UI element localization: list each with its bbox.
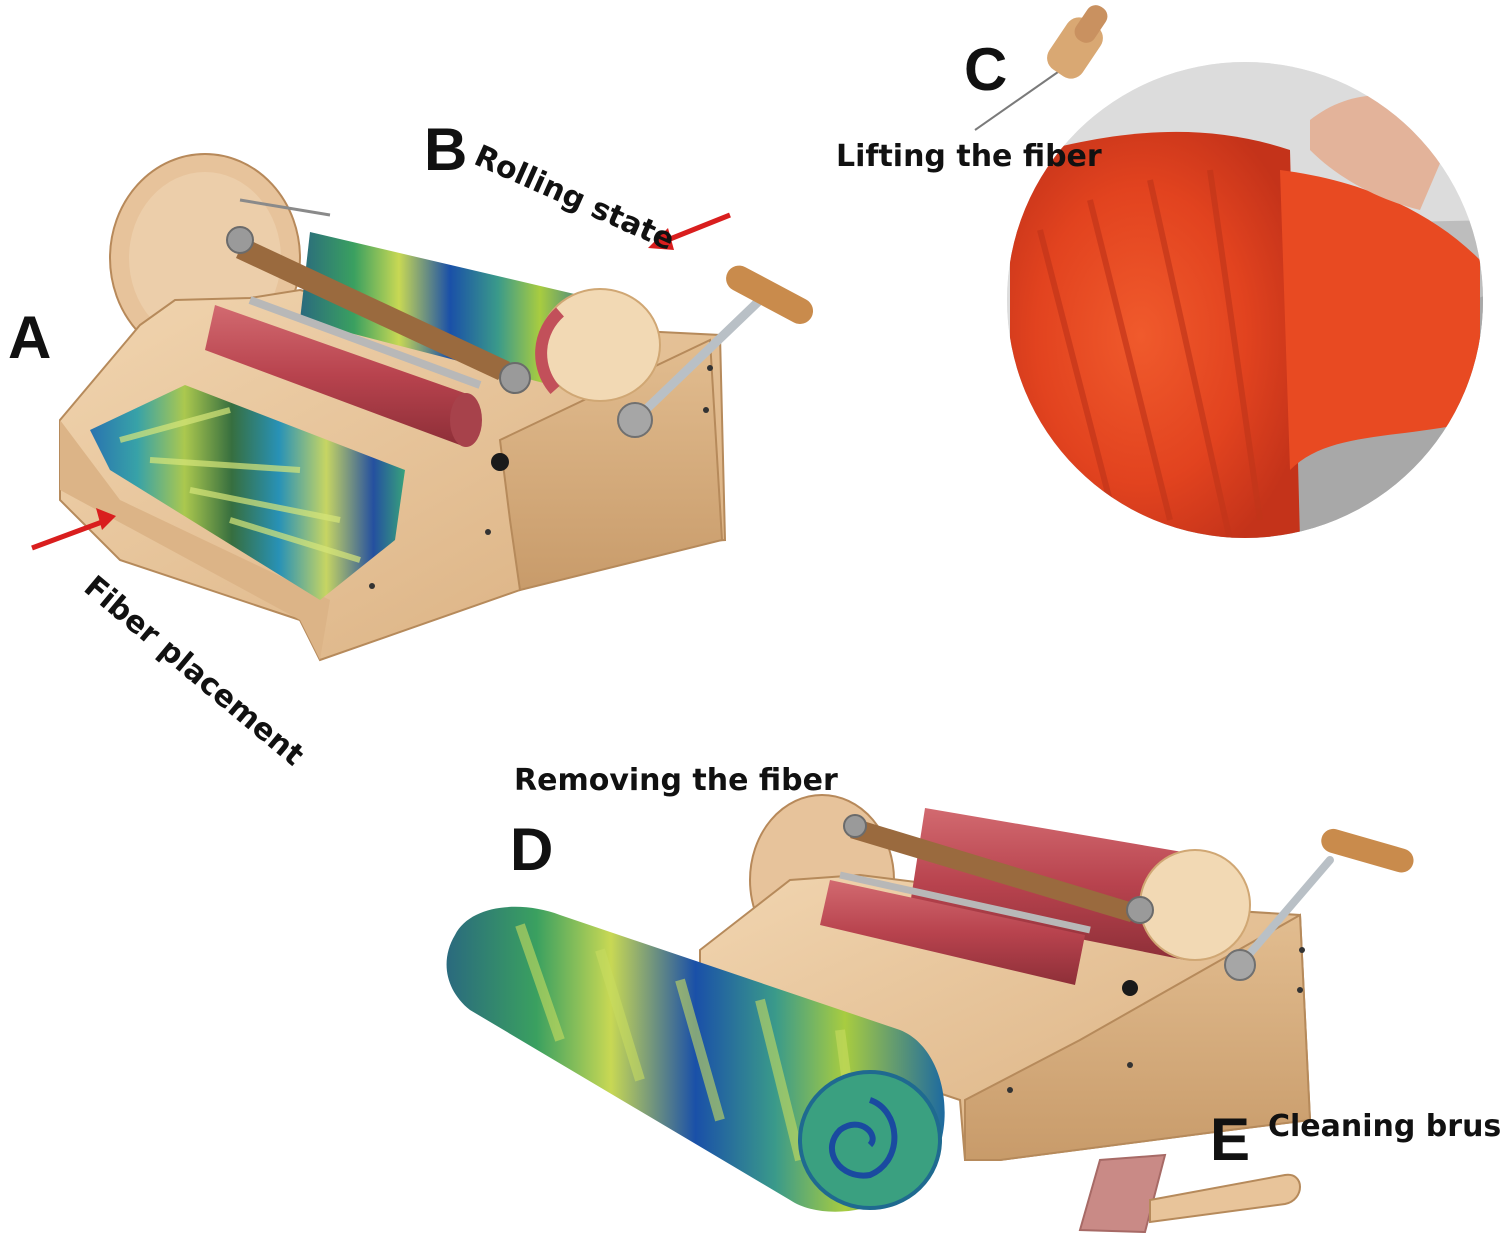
step-letter-a: A: [8, 304, 52, 371]
step-letter-e: E: [1210, 1106, 1251, 1173]
red-arrow-icon: [648, 212, 731, 250]
drum-carder-bottom: [699, 794, 1414, 1161]
red-arrow-icon: [31, 508, 116, 551]
step-letter-b: B: [424, 116, 468, 183]
cleaning-brush-icon: [1078, 1153, 1301, 1234]
step-letter-c: C: [964, 36, 1008, 103]
doffer-tool-icon: [974, 5, 1108, 131]
caption-cleaning-brush: Cleaning brush: [1268, 1109, 1500, 1144]
caption-removing-fiber: Removing the fiber: [514, 763, 838, 798]
lifting-fiber-closeup: [974, 5, 1483, 538]
rolled-fiber-batt: [446, 906, 945, 1212]
caption-lifting-fiber: Lifting the fiber: [836, 139, 1102, 174]
step-letter-d: D: [510, 816, 554, 883]
drum-carder-top: [59, 153, 814, 662]
